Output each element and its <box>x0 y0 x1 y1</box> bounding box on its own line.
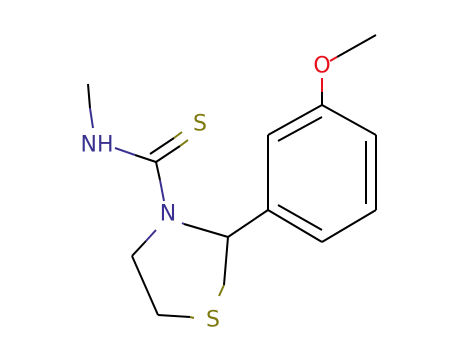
bond-ring-c6-c1-inner <box>277 116 323 142</box>
bond-thiocarbonyl-sulfur-double <box>149 137 175 155</box>
atom-labels: N NH S S O <box>81 54 331 333</box>
bond-thiocarbonyl-amine-blue <box>114 147 136 156</box>
bond-c5-ring-sulfur <box>157 314 191 318</box>
bond-methyl-oxygen <box>336 34 377 58</box>
bond-ring-c4-c5-inner <box>277 204 323 231</box>
bond-amine-methyl-black <box>87 83 91 109</box>
bonds <box>87 34 377 319</box>
bond-ring-nitrogen-c4 <box>145 229 157 242</box>
ring-sulfur-label: S <box>206 308 220 333</box>
bond-ring-c3-c4 <box>321 209 377 243</box>
bond-c4-c5 <box>131 255 159 316</box>
bond-methyl-oxygen-red <box>329 56 338 62</box>
methoxy-oxygen-label: O <box>313 54 330 79</box>
thione-sulfur-label: S <box>193 112 207 137</box>
bond-thiocarbonyl-sulfur-yellow <box>179 139 189 147</box>
bond-ring-c1-c2 <box>321 104 377 136</box>
bond-ring-nitrogen-thiocarbonyl <box>159 179 165 202</box>
bond-c2-ring-nitrogen <box>183 223 229 238</box>
amine-nitrogen-label: NH <box>81 133 114 158</box>
bond-amine-methyl <box>89 107 94 129</box>
bond-ring-nitrogen-c4-black <box>131 240 147 257</box>
bond-ring-nitrogen-thiocarbonyl-black <box>155 161 161 181</box>
bond-c5-ring-sulfur-yellow <box>189 316 195 319</box>
ring-nitrogen-label: N <box>160 202 176 227</box>
bond-thiocarbonyl-amine <box>134 154 157 163</box>
bond-ring-sulfur-c2-black <box>223 236 229 286</box>
bond-aryl-c2 <box>227 209 269 238</box>
bond-thiocarbonyl-sulfur <box>155 145 181 163</box>
bond-thiocarbonyl-sulfur-double-yellow <box>173 131 183 139</box>
bond-c2-ring-nitrogen-blue <box>181 222 185 225</box>
bond-ring-c4-c5 <box>267 209 323 243</box>
bond-ring-c6-c1 <box>267 104 323 136</box>
bond-ring-sulfur-c2 <box>218 284 225 297</box>
